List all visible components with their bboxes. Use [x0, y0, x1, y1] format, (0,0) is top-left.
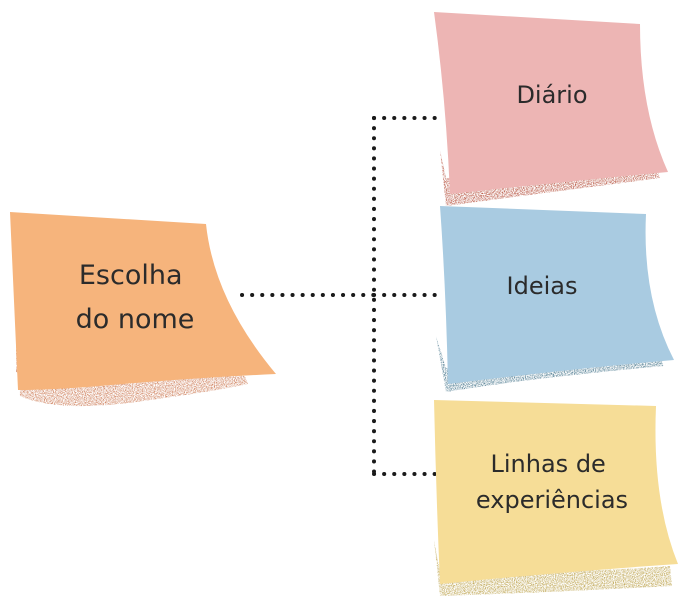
- note-diario-paper: [434, 12, 668, 194]
- note-root: Escolha do nome: [10, 212, 276, 407]
- note-root-line-1: Escolha: [79, 260, 183, 291]
- connectors: [240, 116, 442, 476]
- note-root-paper: [10, 212, 276, 390]
- note-linhas-line-2: experiências: [476, 486, 628, 514]
- note-linhas-title: Linhas de experiências: [476, 450, 628, 514]
- note-root-title: Escolha do nome: [76, 260, 195, 335]
- note-diario-title: Diário: [516, 81, 587, 109]
- note-linhas-line-1: Linhas de: [491, 450, 606, 478]
- note-ideias-paper: [440, 206, 674, 384]
- note-ideias: Ideias: [436, 206, 674, 392]
- note-ideias-line-1: Ideias: [507, 272, 578, 300]
- note-linhas-paper: [434, 400, 678, 584]
- note-root-line-2: do nome: [76, 304, 195, 335]
- note-linhas: Linhas de experiências: [434, 400, 678, 596]
- note-linhas-shadow: [434, 540, 672, 596]
- note-diario-line-1: Diário: [516, 81, 587, 109]
- note-ideias-title: Ideias: [507, 272, 578, 300]
- note-diario: Diário: [434, 12, 668, 206]
